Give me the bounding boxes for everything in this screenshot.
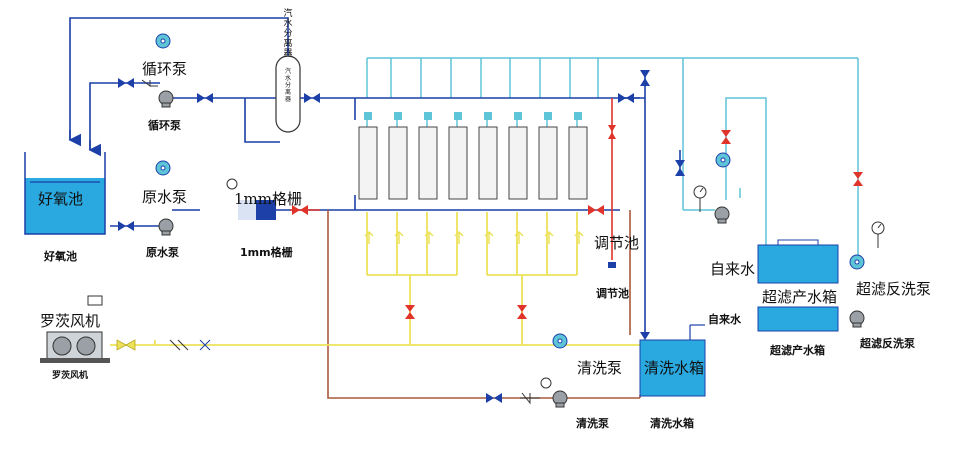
fan-icon: [155, 160, 171, 176]
uf-backwash-pump-caption: 超滤反洗泵: [860, 337, 915, 350]
valve-icon: [292, 125, 863, 319]
membrane-module: [358, 126, 378, 200]
circulation-pump-caption: 循环泵: [148, 119, 181, 132]
separator-label: 汽水分离器: [283, 9, 293, 59]
raw-water-pump-label: 原水泵: [142, 188, 188, 206]
regulating-tank-marker: [608, 262, 616, 268]
oxic-tank: [24, 152, 106, 235]
roots-blower-label: 罗茨风机: [40, 312, 101, 330]
uf-product-tank: [757, 239, 839, 332]
pump-icon: [714, 206, 730, 224]
fan-icon: [155, 33, 171, 49]
flow-meter-icon: [199, 339, 211, 351]
clean-water-tank-caption: 清洗水箱: [650, 417, 694, 430]
membrane-module: [478, 126, 498, 200]
clean-pump-caption: 清洗泵: [576, 417, 609, 430]
clean-water-tank: [639, 324, 706, 397]
pressure-gauge-icon: [226, 178, 885, 389]
steam-water-separator: [275, 55, 301, 133]
tap-water-caption: 自来水: [708, 313, 741, 326]
grid-caption: 1mm格栅: [240, 246, 293, 259]
uf-membrane-modules: [358, 126, 588, 200]
membrane-module: [568, 126, 588, 200]
grid-screen: [238, 200, 276, 220]
valve-icon: [118, 70, 685, 403]
clean-pump-label: 清洗泵: [577, 359, 623, 377]
fan-icon: [715, 152, 731, 168]
raw-water-pump-caption: 原水泵: [146, 246, 179, 259]
membrane-module: [418, 126, 438, 200]
aeration-lines: [110, 212, 645, 346]
tap-water-label: 自来水: [710, 260, 756, 278]
oxic-tank-label: 好氧池: [38, 190, 84, 208]
circulation-pump-label: 循环泵: [142, 60, 188, 78]
uf-product-tank-label: 超滤产水箱: [762, 288, 838, 306]
membrane-module: [508, 126, 528, 200]
membrane-module: [538, 126, 558, 200]
fan-icon: [849, 254, 865, 270]
membrane-module: [448, 126, 468, 200]
roots-blower-caption: 罗茨风机: [52, 371, 89, 381]
oxic-tank-caption: 好氧池: [44, 250, 77, 263]
air-feed-lines: [69, 17, 681, 335]
uf-backwash-pump-label: 超滤反洗泵: [856, 280, 932, 298]
pump-icon: [552, 390, 568, 408]
grid-label: 1mm格栅: [234, 190, 302, 208]
pump-icon: [158, 90, 174, 108]
separator-inner-label: 汽水分离器: [284, 68, 291, 103]
clean-water-tank-label: 清洗水箱: [644, 359, 705, 377]
regulating-tank-caption: 调节池: [596, 287, 629, 300]
membrane-top-caps: [364, 112, 582, 120]
regulating-tank-label: 调节池: [594, 234, 640, 252]
valve-icon: [116, 339, 136, 351]
pump-icon: [158, 218, 174, 236]
membrane-module: [388, 126, 408, 200]
pump-icon: [849, 310, 865, 328]
check-valve-icon: [141, 79, 540, 405]
fan-icon: [552, 333, 568, 349]
blower-icon: [40, 295, 110, 363]
dosing-arrows: [364, 230, 584, 244]
uf-product-tank-caption: 超滤产水箱: [770, 344, 825, 357]
